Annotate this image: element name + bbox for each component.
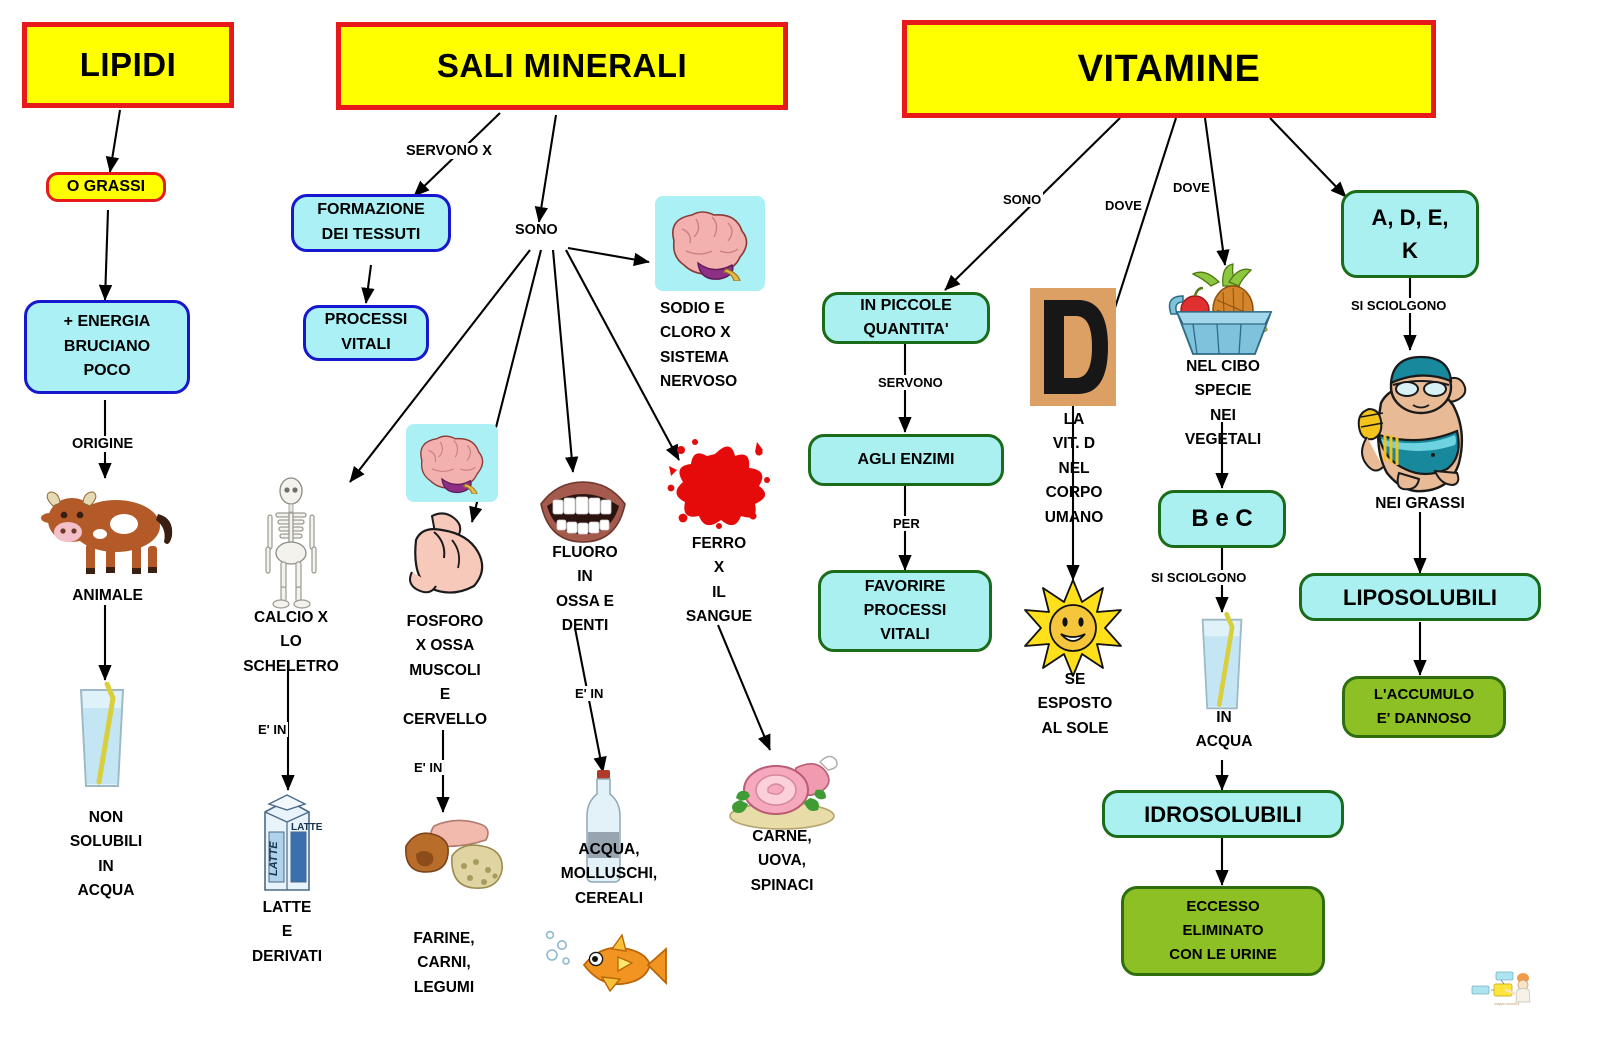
edge-label-dove-2: DOVE bbox=[1171, 180, 1212, 195]
svg-text:mappe-scuola.it: mappe-scuola.it bbox=[1494, 1002, 1519, 1006]
edge-label-e-in-fosforo: E' IN bbox=[412, 760, 445, 775]
caption-sodio-cloro-sistema-nervoso: SODIO E CLORO X SISTEMA NERVOSO bbox=[660, 300, 738, 391]
node-idrosolubili[interactable]: IDROSOLUBILI bbox=[1102, 790, 1344, 838]
node-formazione-dei-tessuti[interactable]: FORMAZIONE DEI TESSUTI bbox=[291, 194, 451, 252]
edge-label-e-in-fluoro: E' IN bbox=[573, 686, 606, 701]
node-o-grassi[interactable]: O GRASSI bbox=[46, 172, 166, 202]
caption-calcio-scheletro: CALCIO X LO SCHELETRO bbox=[243, 609, 339, 675]
skeleton-icon bbox=[256, 477, 326, 609]
cow-icon bbox=[38, 484, 178, 576]
title-vitamine[interactable]: VITAMINE bbox=[902, 20, 1436, 118]
flexed-biceps-icon bbox=[404, 510, 496, 594]
edge-label-sono-vitamine: SONO bbox=[1001, 192, 1044, 207]
svg-text:LATTE: LATTE bbox=[291, 822, 323, 833]
meat-and-bread-icon bbox=[400, 812, 510, 894]
caption-farine-carni-legumi: FARINE, CARNI, LEGUMI bbox=[413, 930, 475, 996]
smiling-sun-icon bbox=[1023, 578, 1123, 678]
caption-ferro-sangue: FERRO X IL SANGUE bbox=[685, 535, 753, 626]
node-in-piccole-quantita[interactable]: IN PICCOLE QUANTITA' bbox=[822, 292, 990, 344]
title-lipidi[interactable]: LIPIDI bbox=[22, 22, 234, 108]
fish-icon bbox=[540, 925, 670, 999]
caption-latte-e-derivati: LATTE E DERIVATI bbox=[251, 899, 323, 965]
title-sali-minerali[interactable]: SALI MINERALI bbox=[336, 22, 788, 110]
node-processi-vitali[interactable]: PROCESSI VITALI bbox=[303, 305, 429, 361]
milk-carton-icon: LATTE LATTE bbox=[247, 790, 327, 898]
caption-in-acqua: IN ACQUA bbox=[1195, 709, 1253, 751]
edge-label-si-sciolgono-bc: SI SCIOLGONO bbox=[1149, 570, 1249, 585]
edge-label-dove-1: DOVE bbox=[1103, 198, 1144, 213]
website-watermark-logo: mappe-scuola.it bbox=[1470, 968, 1544, 1013]
glass-of-water-icon bbox=[63, 682, 141, 794]
edge-label-origine: ORIGINE bbox=[70, 436, 136, 452]
fat-swimmer-icon bbox=[1345, 343, 1495, 493]
edge-label-si-sciolgono-adek: SI SCIOLGONO bbox=[1349, 298, 1449, 313]
mouth-teeth-icon bbox=[535, 478, 631, 546]
caption-vit-d-corpo-umano: LA VIT. D NEL CORPO UMANO bbox=[1044, 411, 1104, 526]
node-eccesso-eliminato-urine[interactable]: ECCESSO ELIMINATO CON LE URINE bbox=[1121, 886, 1325, 976]
node-accumulo-dannoso[interactable]: L'ACCUMULO E' DANNOSO bbox=[1342, 676, 1506, 738]
caption-se-esposto-al-sole: SE ESPOSTO AL SOLE bbox=[1037, 671, 1113, 737]
edge-label-per: PER bbox=[891, 516, 922, 531]
node-liposolubili[interactable]: LIPOSOLUBILI bbox=[1299, 573, 1541, 621]
caption-acqua-molluschi-cereali: ACQUA, MOLLUSCHI, CEREALI bbox=[560, 841, 658, 907]
blood-splatter-icon bbox=[663, 436, 775, 530]
edge-label-e-in-calcio: E' IN bbox=[256, 722, 289, 737]
caption-fluoro-ossa-denti: FLUORO IN OSSA E DENTI bbox=[552, 544, 618, 635]
letter-d-stamp-icon bbox=[1030, 288, 1116, 406]
edge-label-sono-sali: SONO bbox=[513, 222, 560, 238]
node-favorire-processi-vitali[interactable]: FAVORIRE PROCESSI VITALI bbox=[818, 570, 992, 652]
caption-nel-cibo-specie-nei-vegetali: NEL CIBO SPECIE NEI VEGETALI bbox=[1184, 358, 1262, 449]
node-energia-bruciano-poco[interactable]: + ENERGIA BRUCIANO POCO bbox=[24, 300, 190, 394]
node-agli-enzimi[interactable]: AGLI ENZIMI bbox=[808, 434, 1004, 486]
fruit-basket-icon bbox=[1163, 262, 1285, 360]
edge-label-servono: SERVONO bbox=[876, 375, 945, 390]
caption-non-solubili-in-acqua: NON SOLUBILI IN ACQUA bbox=[69, 809, 143, 900]
brain-icon bbox=[406, 424, 498, 502]
brain-icon bbox=[655, 196, 765, 291]
svg-text:LATTE: LATTE bbox=[268, 841, 280, 876]
caption-animale: ANIMALE bbox=[72, 587, 143, 604]
caption-carne-uova-spinaci: CARNE, UOVA, SPINACI bbox=[750, 828, 814, 894]
node-b-e-c[interactable]: B e C bbox=[1158, 490, 1286, 548]
caption-nei-grassi: NEI GRASSI bbox=[1375, 495, 1465, 512]
ham-on-plate-icon bbox=[724, 752, 842, 832]
caption-fosforo: FOSFORO X OSSA MUSCOLI E CERVELLO bbox=[402, 613, 488, 728]
glass-of-water-icon bbox=[1186, 612, 1258, 716]
edge-label-servono-x: SERVONO X bbox=[404, 143, 494, 159]
node-a-d-e-k[interactable]: A, D, E, K bbox=[1341, 190, 1479, 278]
